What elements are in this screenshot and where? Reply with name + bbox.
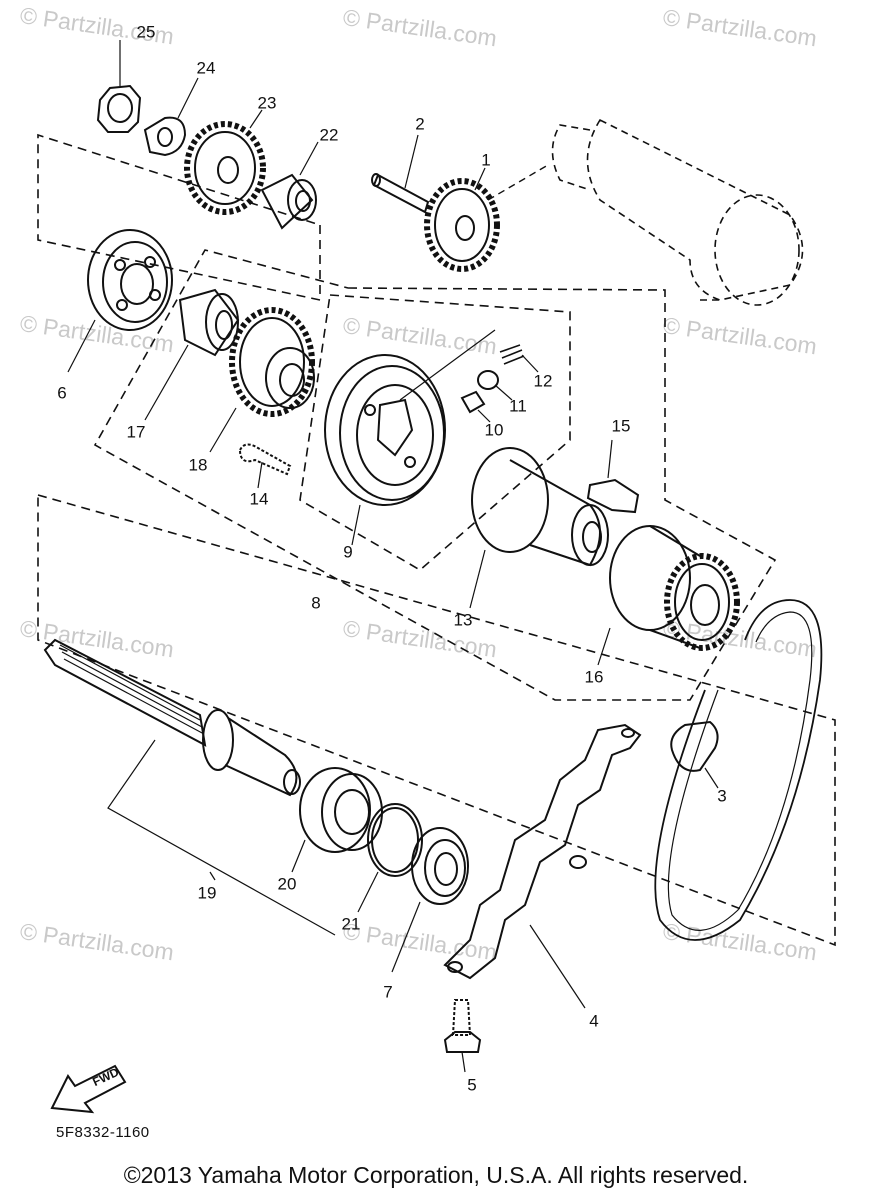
part-25-nut — [96, 40, 142, 133]
group-outline-9 — [299, 294, 571, 571]
group-outline-8 — [93, 249, 777, 701]
part-4-chain-guide — [443, 723, 642, 1009]
callout-8[interactable]: 8 — [311, 593, 321, 613]
copyright-notice: ©2013 Yamaha Motor Corporation, U.S.A. A… — [123, 1162, 749, 1188]
part-9-starter-clutch — [324, 329, 496, 546]
callout-17[interactable]: 17 — [126, 422, 146, 442]
callout-13[interactable]: 13 — [453, 610, 473, 630]
callout-4[interactable]: 4 — [589, 1011, 599, 1031]
fwd-arrow — [50, 1064, 127, 1114]
drawing-code: 5F8332-1160 — [56, 1124, 150, 1141]
part-12-spring — [499, 344, 539, 373]
callout-5[interactable]: 5 — [467, 1075, 477, 1095]
callout-12[interactable]: 12 — [533, 371, 553, 391]
callout-24[interactable]: 24 — [196, 58, 216, 78]
callout-23[interactable]: 23 — [257, 93, 277, 113]
part-2-shaft-pin — [371, 134, 430, 214]
callout-16[interactable]: 16 — [584, 667, 604, 687]
part-5-bolt — [443, 999, 482, 1073]
part-13-clutch-boss — [469, 447, 609, 609]
callout-15[interactable]: 15 — [611, 416, 631, 436]
group-outline-upper — [37, 133, 321, 301]
part-15-key — [586, 439, 640, 514]
callout-9[interactable]: 9 — [343, 542, 353, 562]
callout-2[interactable]: 2 — [415, 114, 425, 134]
part-11-plunger — [477, 370, 513, 401]
callout-3[interactable]: 3 — [717, 786, 727, 806]
part-6-bearing — [67, 229, 173, 373]
part-18-wheel-gear — [209, 307, 315, 453]
callout-20[interactable]: 20 — [277, 874, 297, 894]
part-3-bushing — [670, 720, 719, 789]
part-21-o-ring — [357, 803, 423, 913]
callout-21[interactable]: 21 — [341, 914, 361, 934]
part-20-bearing — [291, 767, 383, 873]
callout-25[interactable]: 25 — [136, 22, 156, 42]
group-outline-lower — [37, 494, 836, 947]
callout-18[interactable]: 18 — [188, 455, 208, 475]
callout-7[interactable]: 7 — [383, 982, 393, 1002]
part-10-roller — [460, 390, 491, 423]
part-24-lock-washer — [143, 77, 199, 157]
callout-19[interactable]: 19 — [197, 883, 217, 903]
part-16-sprocket — [597, 525, 740, 666]
part-7-oil-seal — [391, 827, 469, 973]
drive-chain — [654, 599, 823, 941]
part-14-screw — [238, 443, 292, 489]
callout-10[interactable]: 10 — [484, 420, 504, 440]
part-19-shaft — [43, 638, 336, 936]
part-23-gear — [184, 109, 266, 215]
callout-6[interactable]: 6 — [57, 383, 67, 403]
callout-11[interactable]: 11 — [509, 396, 527, 416]
callout-22[interactable]: 22 — [319, 125, 339, 145]
callout-14[interactable]: 14 — [249, 489, 269, 509]
part-17-collar — [144, 288, 240, 421]
starter-motor — [551, 118, 804, 306]
part-1-idle-gear — [424, 167, 500, 272]
part-22-collar — [260, 141, 319, 230]
starter-motor-link — [487, 164, 549, 201]
callout-1[interactable]: 1 — [481, 150, 491, 170]
